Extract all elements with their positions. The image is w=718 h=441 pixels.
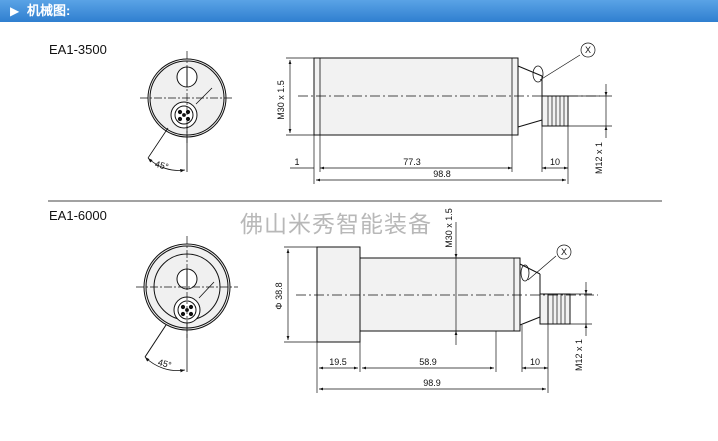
watermark: 佛山米秀智能装备 bbox=[240, 212, 432, 238]
dimensions-1 bbox=[286, 42, 612, 184]
plug-label-2: M12 x 1 bbox=[574, 339, 584, 371]
dim-2-a: 19.5 bbox=[329, 357, 347, 367]
angle-label-1: 45° bbox=[154, 159, 170, 172]
marker-label-1: X bbox=[585, 45, 591, 55]
dim-1-c: 10 bbox=[550, 157, 560, 167]
dim-2-b: 58.9 bbox=[419, 357, 437, 367]
diameter-label-2: M30 x 1.5 bbox=[444, 208, 454, 248]
dim-1-b: 77.3 bbox=[403, 157, 421, 167]
angle-label-2: 45° bbox=[157, 357, 173, 370]
model-label-1: EA1-3500 bbox=[49, 42, 107, 57]
marker-label-2: X bbox=[561, 247, 567, 257]
triangle-icon: ▶ bbox=[10, 4, 20, 18]
dim-2-total: 98.9 bbox=[423, 378, 441, 388]
dim-1-a: 1 bbox=[294, 157, 299, 167]
dim-2-c: 10 bbox=[530, 357, 540, 367]
model-label-2: EA1-6000 bbox=[49, 208, 107, 223]
diameter-label-1: M30 x 1.5 bbox=[276, 80, 286, 120]
dimensions-2 bbox=[284, 222, 592, 393]
plug-label-1: M12 x 1 bbox=[594, 142, 604, 174]
end-view-2 bbox=[136, 236, 238, 373]
dim-1-total: 98.8 bbox=[433, 169, 451, 179]
section-header: ▶ 机械图: bbox=[0, 0, 718, 22]
side-view-2 bbox=[296, 246, 598, 343]
end-view-1 bbox=[140, 51, 234, 173]
section-title: 机械图: bbox=[27, 3, 71, 18]
head-diameter-label-2: Φ 38.8 bbox=[274, 282, 284, 309]
side-view-1 bbox=[298, 57, 600, 136]
